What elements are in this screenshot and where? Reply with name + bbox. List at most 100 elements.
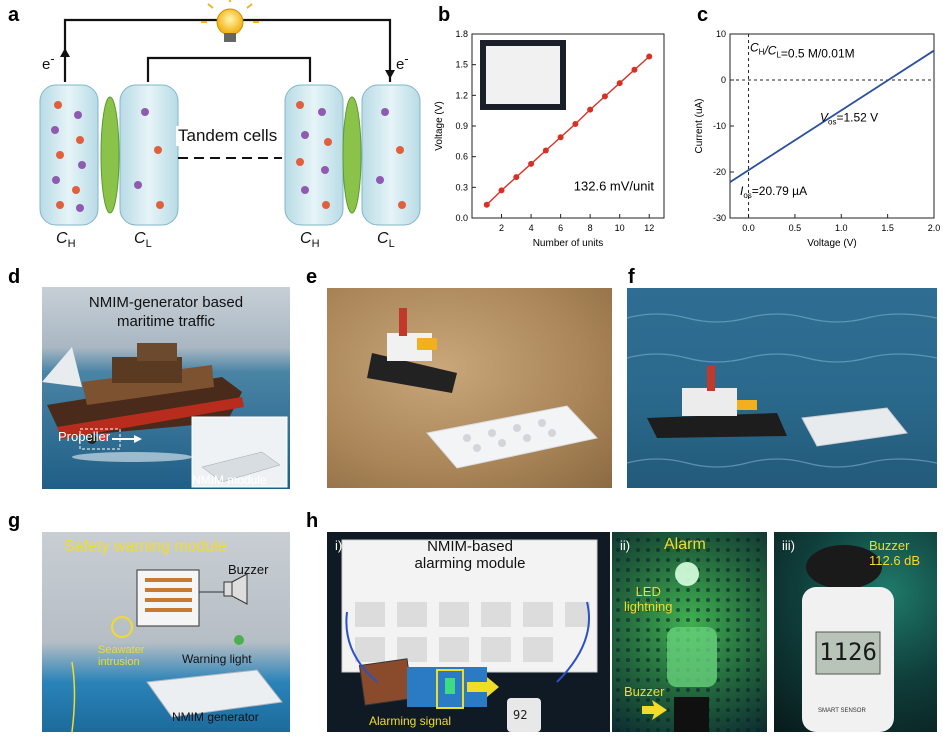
y-tick-label: 0: [721, 75, 726, 85]
meter-brand: SMART SENSOR: [818, 708, 866, 714]
y-tick-label: 1.8: [455, 29, 468, 39]
panel-d-title-2: maritime traffic: [116, 313, 216, 330]
data-point: [646, 53, 653, 60]
data-point: [557, 134, 564, 141]
panel-label-e: e: [306, 266, 318, 288]
panel-label-a: a: [8, 4, 20, 26]
y-tick-label: 1.2: [455, 90, 468, 100]
x-axis-label: Number of units: [533, 238, 604, 249]
slope-annotation: 132.6 mV/unit: [574, 178, 655, 193]
cell-cl-2: [361, 84, 421, 226]
y-tick-label: 0.3: [455, 182, 468, 192]
data-point: [483, 201, 490, 208]
x-tick-label: 2: [499, 223, 504, 233]
tugboat-on-sand: [367, 308, 598, 469]
data-point: [572, 120, 579, 127]
x-tick-label: 1.5: [881, 223, 894, 233]
x-tick-label: 12: [644, 223, 654, 233]
warning-light-icon: [234, 635, 244, 645]
buzzer-label-ii: Buzzer: [624, 684, 665, 699]
x-tick-label: 1.0: [835, 223, 848, 233]
buzzer-label-g: Buzzer: [228, 562, 269, 577]
x-tick-label: 4: [529, 223, 534, 233]
maritime-render-image: NMIM-generator based maritime traffic Pr…: [42, 287, 290, 489]
cell-label-ch-2: CH: [300, 230, 320, 251]
beach-photo: [327, 288, 612, 488]
panel-d-title-1: NMIM-generator based: [88, 294, 244, 311]
y-tick-label: -30: [713, 213, 726, 223]
warning-circuit-illustration: [71, 569, 283, 732]
panel-label-c: c: [697, 4, 709, 26]
x-axis-label: Voltage (V): [807, 238, 856, 249]
meter-display-reading: 1126: [819, 638, 877, 666]
cell-ch-1: [39, 84, 99, 226]
y-tick-label: -20: [713, 167, 726, 177]
x-tick-label: 0.5: [789, 223, 802, 233]
electron-arrow-up-icon: [60, 48, 70, 78]
x-tick-label: 8: [588, 223, 593, 233]
tandem-cells-label: Tandem cells: [176, 126, 280, 146]
alarming-circuit-board: [341, 539, 598, 732]
buzzer-icon: [223, 573, 248, 605]
x-tick-label: 6: [558, 223, 563, 233]
y-tick-label: 10: [716, 29, 726, 39]
warning-light-label: Warning light: [182, 652, 252, 666]
x-tick-label: 10: [615, 223, 625, 233]
sound-level-meter: [802, 545, 894, 732]
vos-annotation: Vos=1.52 V: [820, 110, 878, 126]
tandem-cell-schematic: [39, 0, 421, 226]
panel-label-d: d: [8, 266, 21, 288]
data-point: [587, 106, 594, 113]
y-tick-label: -10: [713, 121, 726, 131]
led-icon: [675, 562, 699, 586]
panel-label-g: g: [8, 510, 21, 532]
perforated-board: [616, 538, 760, 732]
inset-device: [486, 46, 560, 104]
subpanel-i-label: i): [335, 538, 343, 553]
cell-ch-2: [284, 84, 344, 226]
series-line: [486, 55, 650, 206]
data-point: [513, 174, 520, 181]
data-point: [498, 187, 505, 194]
y-tick-label: 0.6: [455, 152, 468, 162]
subpanel-iii-label: iii): [782, 538, 795, 553]
boat-illustration: [42, 343, 288, 488]
cell-label-cl-2: CL: [377, 230, 395, 251]
y-axis-label: Current (uA): [694, 98, 705, 153]
concentration-ratio-annotation: CH/CL=0.5 M/0.01M: [750, 40, 855, 60]
subpanel-ii-label: ii): [620, 538, 631, 553]
cell-cl-1: [119, 84, 179, 226]
cell-label-cl-1: CL: [134, 230, 152, 251]
alarming-signal-label: Alarming signal: [369, 714, 452, 728]
tugboat-on-water: [627, 313, 937, 468]
ios-annotation: Ios=20.79 µA: [740, 184, 807, 200]
panel-label-f: f: [628, 266, 635, 288]
panel-label-b: b: [438, 4, 451, 26]
y-tick-label: 0.0: [455, 213, 468, 223]
electron-label-left: e-: [42, 52, 55, 73]
alarm-label: Alarm: [664, 536, 706, 553]
data-point: [631, 66, 638, 73]
panel-label-h: h: [306, 510, 319, 532]
water-photo: [627, 288, 937, 488]
data-point: [616, 80, 623, 87]
propeller-label: Propeller: [58, 429, 111, 444]
series-line: [729, 49, 935, 183]
y-tick-label: 0.9: [455, 121, 468, 131]
electron-arrow-down-icon: [385, 48, 395, 79]
data-point: [528, 160, 535, 167]
data-point: [601, 93, 608, 100]
data-point: [542, 147, 549, 154]
electron-label-right: e-: [396, 52, 409, 73]
cell-label-ch-1: CH: [56, 230, 76, 251]
nmim-module-label: NMIM module: [192, 473, 267, 487]
